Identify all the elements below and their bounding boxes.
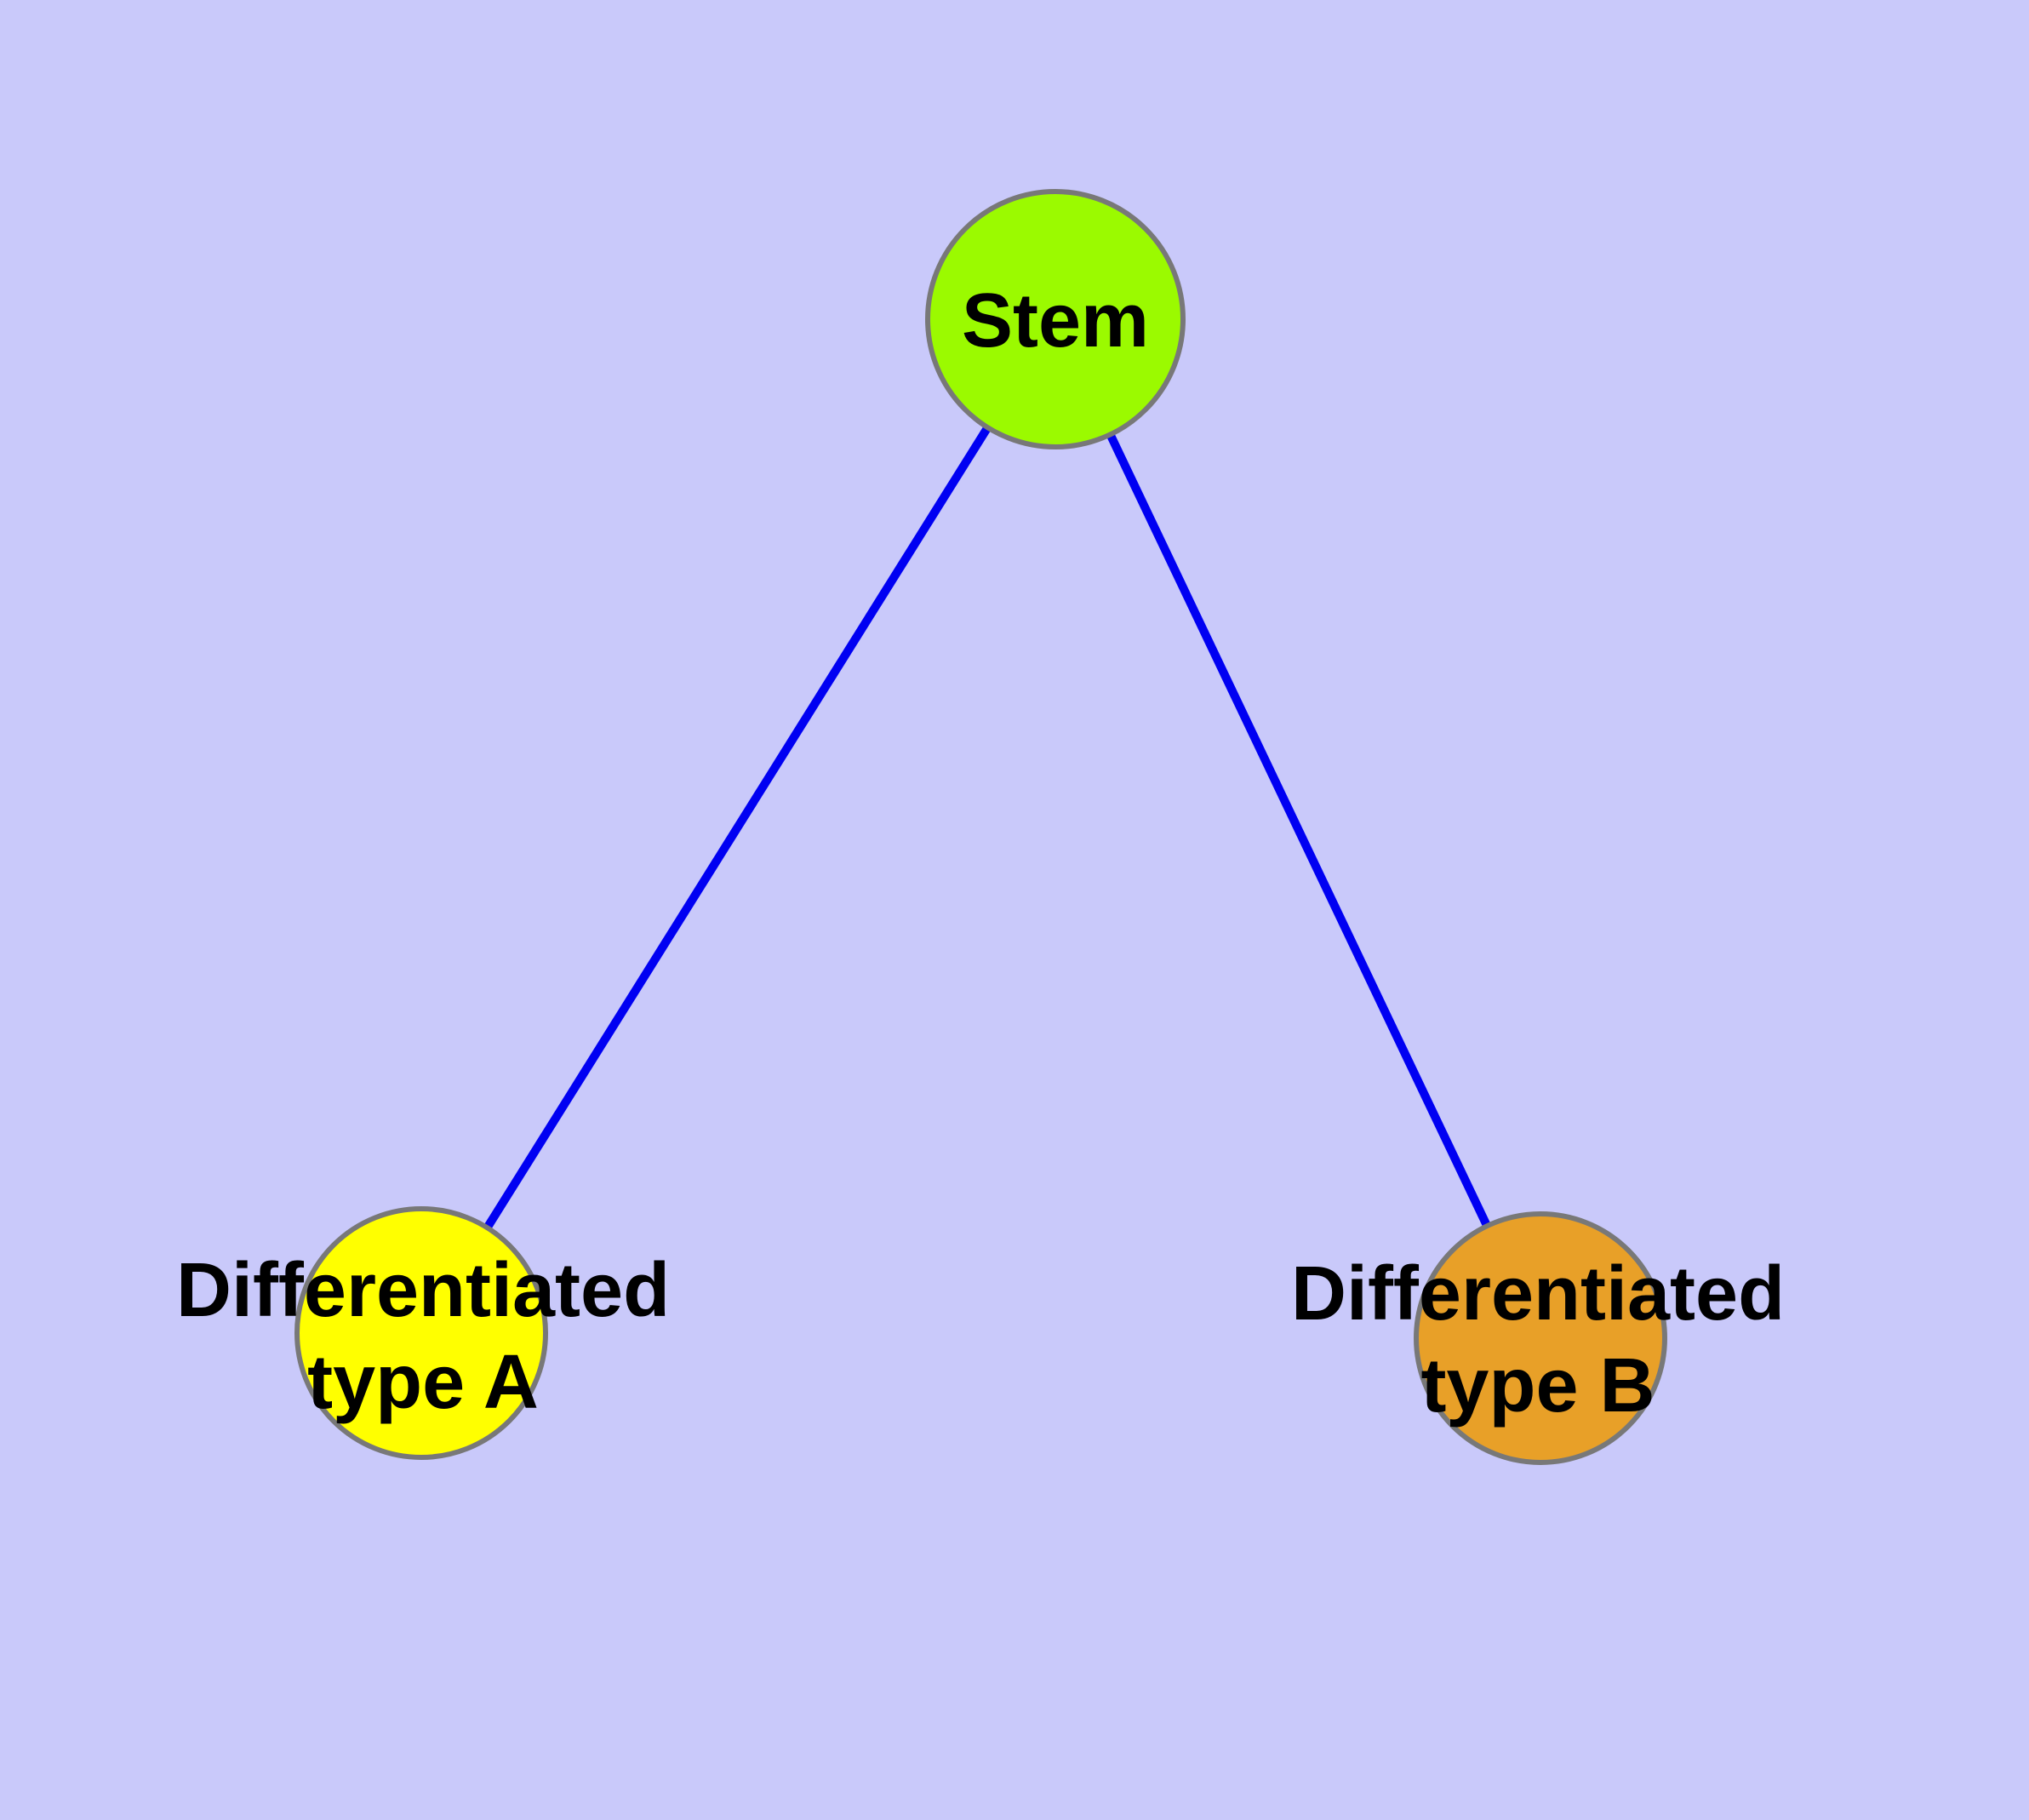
node-differentiated-type-b bbox=[1414, 1211, 1667, 1465]
node-differentiated-type-a bbox=[294, 1206, 548, 1460]
node-stem bbox=[925, 189, 1186, 449]
edge-stem-to-type-b bbox=[1051, 317, 1545, 1341]
edge-stem-to-type-a bbox=[417, 317, 1060, 1336]
